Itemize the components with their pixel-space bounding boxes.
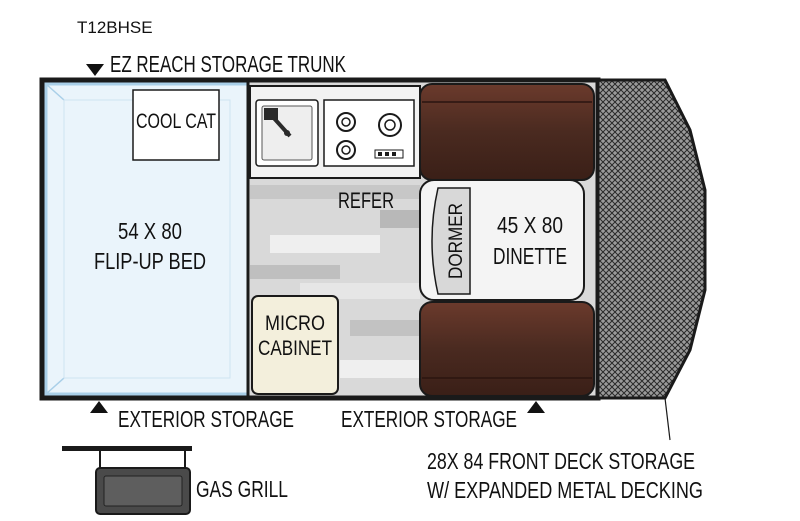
cabinet-label: CABINET: [258, 337, 332, 360]
faucet-icon: [264, 108, 292, 138]
bed-name-label: FLIP-UP BED: [94, 248, 206, 274]
bed-size-label: 54 X 80: [118, 218, 182, 244]
deck-label-line2: W/ EXPANDED METAL DECKING: [427, 477, 703, 503]
ext-storage-left-marker-icon: [90, 401, 108, 413]
burner-icon: [336, 112, 402, 160]
cool-cat-label: COOL CAT: [136, 110, 216, 133]
refer-label: REFER: [338, 188, 394, 213]
stove-knobs-icon: [374, 149, 404, 159]
dinette-cushion-top: [419, 83, 595, 181]
dormer-label: DORMER: [446, 203, 467, 279]
gas-grill-icon: [62, 446, 192, 515]
gas-grill-label: GAS GRILL: [196, 476, 288, 502]
ext-storage-left-label: EXTERIOR STORAGE: [118, 406, 294, 432]
ext-storage-right-marker-icon: [527, 401, 545, 413]
dinette-name-label: DINETTE: [493, 243, 567, 269]
cool-cat-unit: [132, 89, 220, 161]
dormer: [431, 187, 471, 295]
dinette-size-label: 45 X 80: [497, 212, 563, 238]
dinette-cushion-bottom: [419, 301, 595, 397]
model-name: T12BHSE: [77, 18, 153, 37]
trunk-label: EZ REACH STORAGE TRUNK: [110, 51, 346, 77]
deck-label-line1: 28X 84 FRONT DECK STORAGE: [427, 448, 695, 474]
ext-storage-right-label: EXTERIOR STORAGE: [341, 406, 517, 432]
stove: [323, 99, 415, 167]
front-deck: [596, 78, 707, 400]
trunk-marker-icon: [86, 64, 104, 76]
floor-planks: [250, 185, 420, 378]
micro-label: MICRO: [265, 312, 325, 335]
micro-cabinet: [251, 295, 339, 395]
